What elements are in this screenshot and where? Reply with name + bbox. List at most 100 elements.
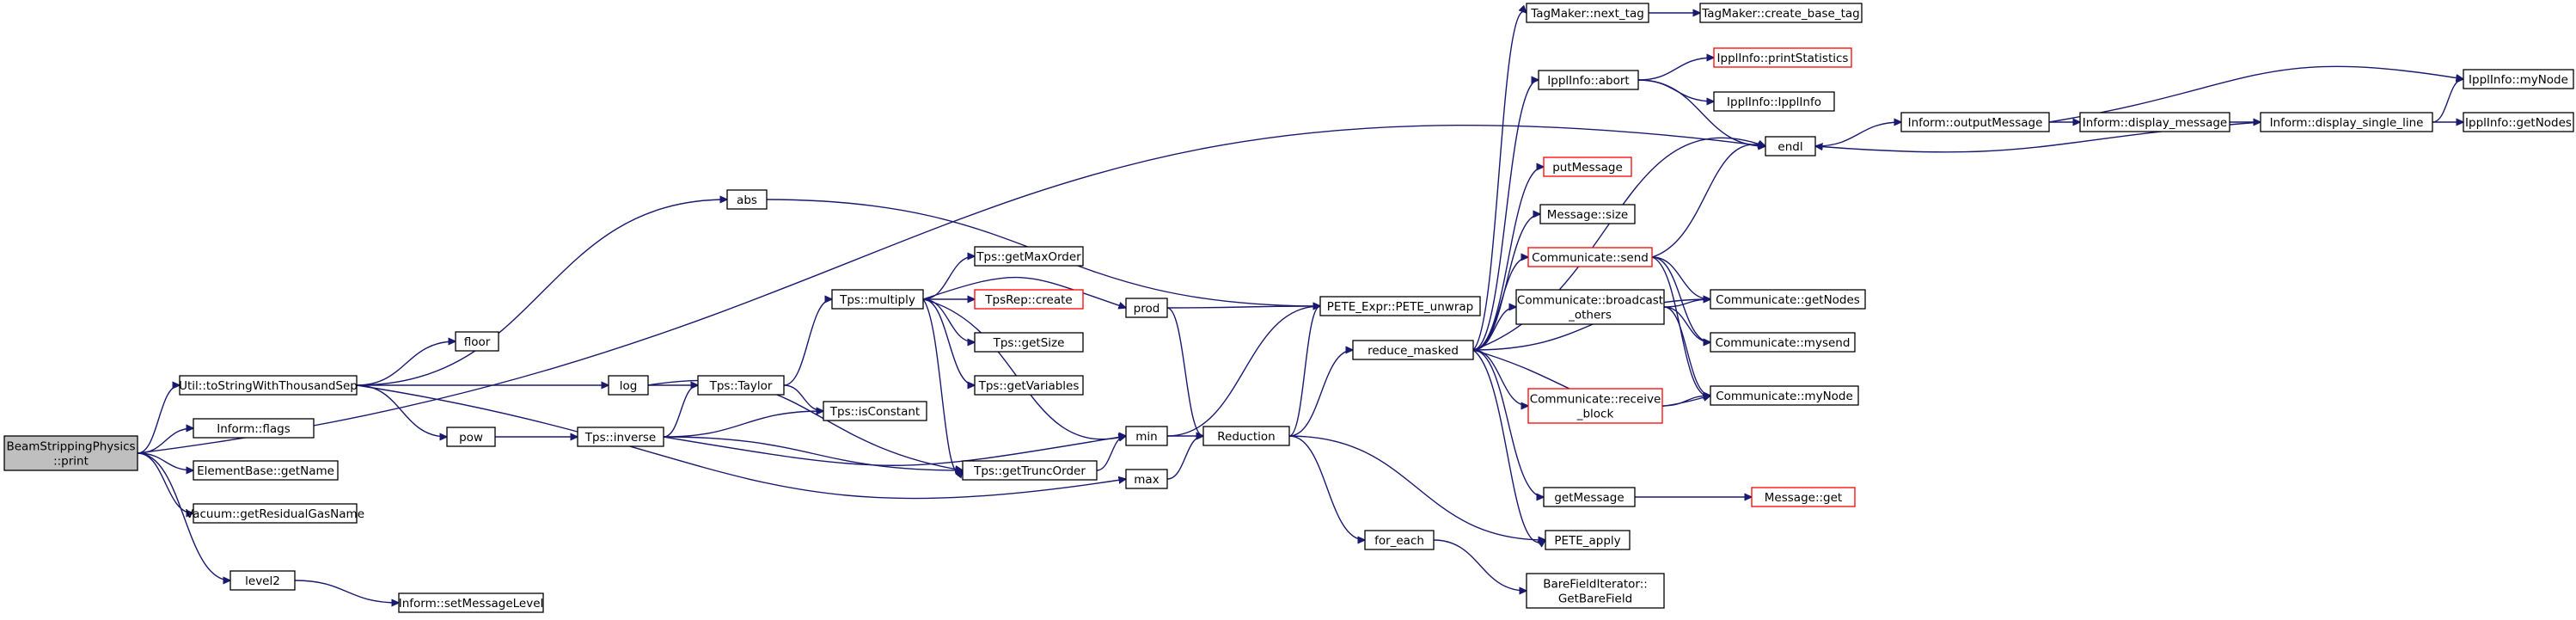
node-setmsg[interactable]: Inform::setMessageLevel [398,592,544,613]
node-tagbase[interactable]: TagMaker::create_base_tag [1699,3,1863,23]
function-nodes: BeamStrippingPhysics::print Util::toStrin… [3,3,2574,613]
node-label: floor [464,335,491,349]
node-label: prod [1134,302,1160,316]
node-box [974,332,1084,353]
edge-tpsmult-to-maxorder [922,256,975,300]
edge-min-to-unwrap [1166,306,1320,437]
node-barefield[interactable]: BareFieldIterator::GetBareField [1526,573,1665,609]
node-box [1538,70,1639,90]
node-label: Tps::isConstant [829,405,920,419]
node-box [1125,426,1168,446]
node-box [1526,573,1665,609]
node-msgsize[interactable]: Message::size [1539,204,1636,224]
node-tpsinv[interactable]: Tps::inverse [577,427,664,447]
edge-reduction-to-peteapply [1288,435,1545,540]
node-log[interactable]: log [608,375,649,396]
node-label: IpplInfo::myNode [2469,73,2568,87]
node-floor[interactable]: floor [455,331,499,352]
node-util[interactable]: Util::toStringWithThousandSep [179,375,358,396]
edge-reduce-to-peteapply [1472,349,1545,543]
node-mynode[interactable]: Communicate::myNode [1710,385,1859,406]
node-flags[interactable]: Inform::flags [193,418,315,439]
node-label: ::print [53,455,89,469]
node-printstats[interactable]: IpplInfo::printStatistics [1713,47,1852,68]
node-abs[interactable]: abs [726,189,768,210]
node-bcast[interactable]: Communicate::broadcast_others [1515,289,1665,325]
node-label: Communicate::myNode [1716,390,1853,403]
node-ipplgetnodes[interactable]: IpplInfo::getNodes [2463,112,2574,132]
node-send[interactable]: Communicate::send [1527,247,1653,267]
node-box [1125,469,1168,489]
node-label: abs [737,193,757,207]
node-commnodes[interactable]: Communicate::getNodes [1710,289,1866,310]
node-ipplmynode[interactable]: IpplInfo::myNode [2463,69,2574,89]
node-maxorder[interactable]: Tps::getMaxOrder [974,246,1084,267]
node-label: Tps::getSize [993,336,1065,350]
node-vacuum[interactable]: Vacuum::getResidualGasName [186,503,364,524]
node-label: IpplInfo::abort [1547,74,1629,88]
node-label: Communicate::mysend [1716,336,1851,350]
node-box [1545,530,1631,550]
edge-tpsmult-to-prod [922,276,1126,308]
node-label: IpplInfo::getNodes [2465,116,2572,130]
node-min[interactable]: min [1125,426,1168,446]
node-box [193,503,358,524]
node-getvars[interactable]: Tps::getVariables [974,375,1084,396]
node-pow[interactable]: pow [446,427,496,447]
node-label: Tps::multiply [839,293,915,307]
edge-bcast-to-mysend [1663,306,1710,342]
node-root[interactable]: BeamStrippingPhysics::print [3,435,138,471]
node-max[interactable]: max [1125,469,1168,489]
node-foreach[interactable]: for_each [1364,530,1435,550]
node-label: reduce_masked [1368,344,1459,358]
node-label: TpsRep::create [984,293,1072,307]
node-tpsmult[interactable]: Tps::multiply [831,289,924,310]
node-mysend[interactable]: Communicate::mysend [1710,332,1856,353]
node-recv[interactable]: Communicate::receive_block [1527,388,1663,424]
node-abort[interactable]: IpplInfo::abort [1538,70,1639,90]
edge-root-to-level2 [137,452,230,580]
node-getmsg[interactable]: getMessage [1543,487,1636,507]
node-outmsg[interactable]: Inform::outputMessage [1900,112,2050,132]
edge-reduction-to-unwrap [1288,306,1320,437]
node-trunc[interactable]: Tps::getTruncOrder [962,460,1098,481]
node-tagnext[interactable]: TagMaker::next_tag [1526,3,1649,23]
node-getsize[interactable]: Tps::getSize [974,332,1084,353]
node-box [1352,340,1474,360]
node-box [229,570,296,591]
node-label: Inform::outputMessage [1908,116,2043,130]
node-label: getMessage [1554,491,1624,505]
node-dispmsg[interactable]: Inform::display_message [2079,112,2230,132]
edge-prod-to-unwrap [1166,306,1320,308]
node-tpstaylor[interactable]: Tps::Taylor [697,375,785,396]
node-box [962,460,1098,481]
node-label: pow [459,431,483,445]
node-reduce[interactable]: reduce_masked [1352,340,1474,360]
node-endl[interactable]: endl [1765,136,1816,157]
node-label: TagMaker::create_base_tag [1701,7,1860,21]
node-box [1125,298,1168,318]
node-displine[interactable]: Inform::display_single_line [2260,112,2433,132]
node-reduction[interactable]: Reduction [1202,426,1290,446]
node-msgget[interactable]: Message::get [1751,487,1856,507]
node-box [1900,112,2050,132]
edge-outmsg-to-ipplmynode [2048,65,2463,123]
node-tpsrep[interactable]: TpsRep::create [974,289,1084,310]
node-isconst[interactable]: Tps::isConstant [823,401,927,421]
node-level2[interactable]: level2 [229,570,296,591]
node-box [398,592,544,613]
edge-reduce-to-bcast [1472,307,1516,351]
node-peteapply[interactable]: PETE_apply [1545,530,1631,550]
node-ipplinfo[interactable]: IpplInfo::IpplInfo [1713,91,1835,112]
node-box [726,189,768,210]
node-box [1699,3,1863,23]
edge-tpsinv-to-tpstaylor [663,385,698,438]
edge-recv-to-mynode [1661,396,1710,407]
node-putmsg[interactable]: putMessage [1543,157,1632,177]
node-prod[interactable]: prod [1125,298,1168,318]
edge-trunc-to-min [1096,436,1126,471]
node-unwrap[interactable]: PETE_Expr::PETE_unwrap [1319,296,1481,316]
node-elemname[interactable]: ElementBase::getName [193,460,339,481]
edge-tpstaylor-to-tpsmult [783,299,832,386]
node-box [1527,388,1663,424]
